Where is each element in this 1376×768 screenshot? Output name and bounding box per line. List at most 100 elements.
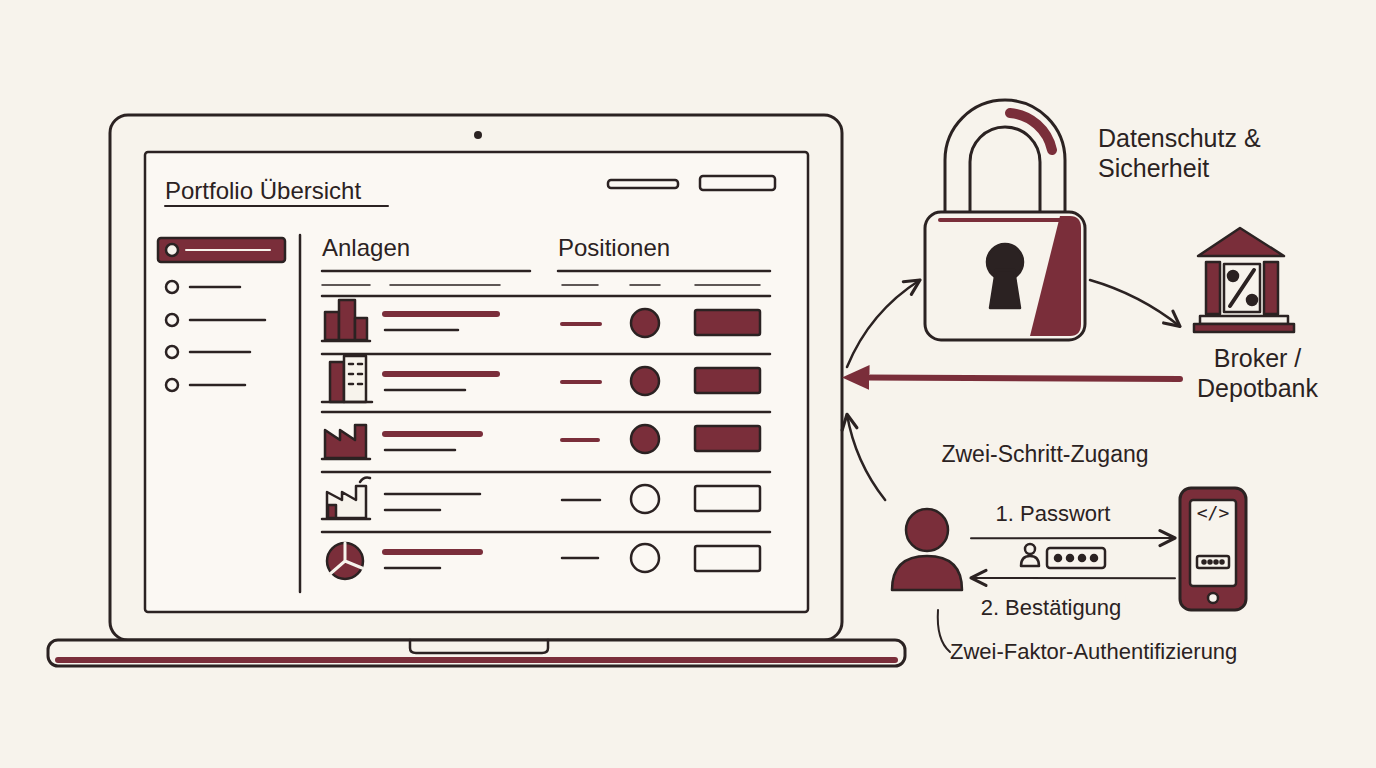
screen-ui-part-part [327, 543, 363, 579]
screen-ui-part-part [322, 340, 370, 343]
screen-ui-part-part [385, 567, 440, 570]
screen-ui-part-part [385, 311, 497, 317]
screen-ui-part-part [631, 485, 659, 513]
screen-ui-part-part [385, 329, 458, 332]
bank-icon [1194, 228, 1294, 332]
padlock-part [1030, 216, 1081, 336]
broker-label: Broker / Depotbank [1185, 343, 1330, 403]
flow-arrow [1090, 280, 1180, 326]
screen-ui-part [299, 235, 302, 592]
person-icon-part [906, 509, 948, 551]
screen-ui-part-part [385, 449, 455, 452]
screen-ui-part-part [562, 557, 598, 560]
person-icon [892, 509, 962, 652]
phone-icon-part [1208, 593, 1218, 603]
screen-ui-part [608, 180, 678, 188]
screen-ui-part [322, 296, 770, 532]
screen-ui-part-part [385, 389, 465, 392]
bank-icon-part [1228, 271, 1238, 281]
flow-arrow [971, 577, 1175, 579]
bank-icon-part [1198, 228, 1284, 256]
laptop-part [48, 640, 905, 666]
screen-ui-part-part [349, 364, 362, 384]
screen-ui-part-part [355, 318, 367, 340]
padlock-part [1010, 113, 1052, 150]
screen-ui-part-part [330, 362, 344, 402]
bank-icon-part [1206, 262, 1220, 314]
screen-ui-part-part [385, 509, 440, 512]
phone-icon-part [1197, 556, 1229, 568]
phone-icon-part [1209, 561, 1212, 564]
phone-icon-part [1180, 488, 1246, 610]
screen-ui-part-part [339, 300, 355, 340]
screen-ui-part [322, 300, 760, 341]
code-symbol: </> [1197, 502, 1230, 524]
phone-icon-part [1215, 561, 1218, 564]
phone-box: </> [1180, 488, 1246, 610]
bank-icon-part [1247, 295, 1257, 305]
column-header: Positionen [558, 234, 670, 263]
flow-arrow [847, 414, 885, 500]
screen-ui-part [322, 284, 760, 286]
screen-ui-part [166, 244, 178, 256]
password-field-part [1047, 548, 1105, 568]
person-icon-part [938, 610, 950, 652]
screen-ui-part-part [322, 518, 370, 521]
screen-ui-part [322, 356, 760, 402]
screen-ui-part-part [631, 367, 659, 395]
padlock-part [925, 212, 1085, 340]
person-icon-part [892, 556, 962, 590]
bank-icon-part [1224, 264, 1260, 312]
flow-arrow [971, 537, 1175, 539]
padlock-part [940, 218, 1060, 222]
screen-ui-part-part [631, 544, 659, 572]
edge-label: 2. Bestätigung [977, 595, 1126, 621]
screen-ui-part-part [562, 438, 598, 442]
screen-ui-part-part [325, 312, 339, 340]
screen-ui-part-part [385, 493, 480, 496]
bank-icon-part [1230, 270, 1254, 306]
screen-ui-part [700, 176, 775, 190]
screen-ui-part [190, 351, 250, 354]
password-field-part [1079, 555, 1085, 561]
column-header: Anlagen [322, 234, 410, 263]
phone-icon [1180, 488, 1246, 610]
screen-ui-part [165, 205, 388, 207]
screen-ui-part-part [385, 431, 480, 437]
screen-ui [158, 176, 775, 592]
screen-ui-part-part [325, 425, 366, 458]
screen-ui-part [190, 319, 265, 322]
screen-ui-part [322, 425, 760, 459]
laptop-part [410, 640, 548, 653]
screen-ui-part-part [322, 401, 372, 404]
screen-ui-part [166, 281, 178, 293]
screen-ui-part [166, 314, 178, 326]
flow-arrow [867, 378, 1180, 379]
screen-ui-part-part [562, 499, 600, 502]
screen-title: Portfolio Übersicht [165, 177, 361, 206]
broker-box: Broker / Depotbank [1185, 225, 1330, 420]
edge-label: 1. Passwort [992, 501, 1115, 527]
laptop-part [58, 657, 895, 663]
password-field-part [1067, 555, 1073, 561]
laptop-part [474, 131, 482, 139]
password-field [1021, 544, 1105, 568]
phone-icon-part [1190, 500, 1236, 586]
screen-ui-part-part [562, 380, 600, 384]
screen-ui-part-part [385, 371, 497, 377]
screen-ui-part-part [328, 505, 336, 518]
screen-ui-part [186, 249, 270, 251]
screen-ui-part-part [631, 425, 659, 453]
laptop-part [110, 115, 842, 640]
screen-ui-part-part [695, 426, 760, 451]
phone-icon-part [1203, 561, 1206, 564]
user-box: Zwei-Faktor-Authentifizierung [880, 505, 966, 595]
screen-ui-part [322, 270, 770, 273]
screen-ui-part-part [695, 310, 760, 335]
screen-ui-part [166, 379, 178, 391]
screen-ui-part-part [344, 356, 366, 402]
screen-ui-part-part [631, 309, 659, 337]
